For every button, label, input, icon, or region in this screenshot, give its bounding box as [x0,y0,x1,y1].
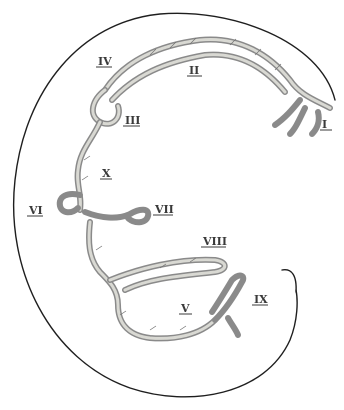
label-II: II [189,64,199,77]
label-V: V [180,302,190,315]
label-IX: IX [254,293,268,306]
label-X: X [102,167,111,180]
label-VIII: VIII [202,235,227,248]
vessel-branch-I [275,100,319,134]
label-I: I [322,118,327,131]
vessel-loop-VII [85,210,148,223]
vessel-branch-IX [212,276,243,335]
label-III: III [125,114,140,127]
label-VI: VI [28,204,43,217]
label-VII: VII [154,203,174,216]
label-IV: IV [98,55,112,68]
vessel-tract [60,38,330,338]
vessel-segment-upper [105,39,330,108]
inner-hook [282,270,296,292]
vessel-loop-VI [60,194,80,212]
